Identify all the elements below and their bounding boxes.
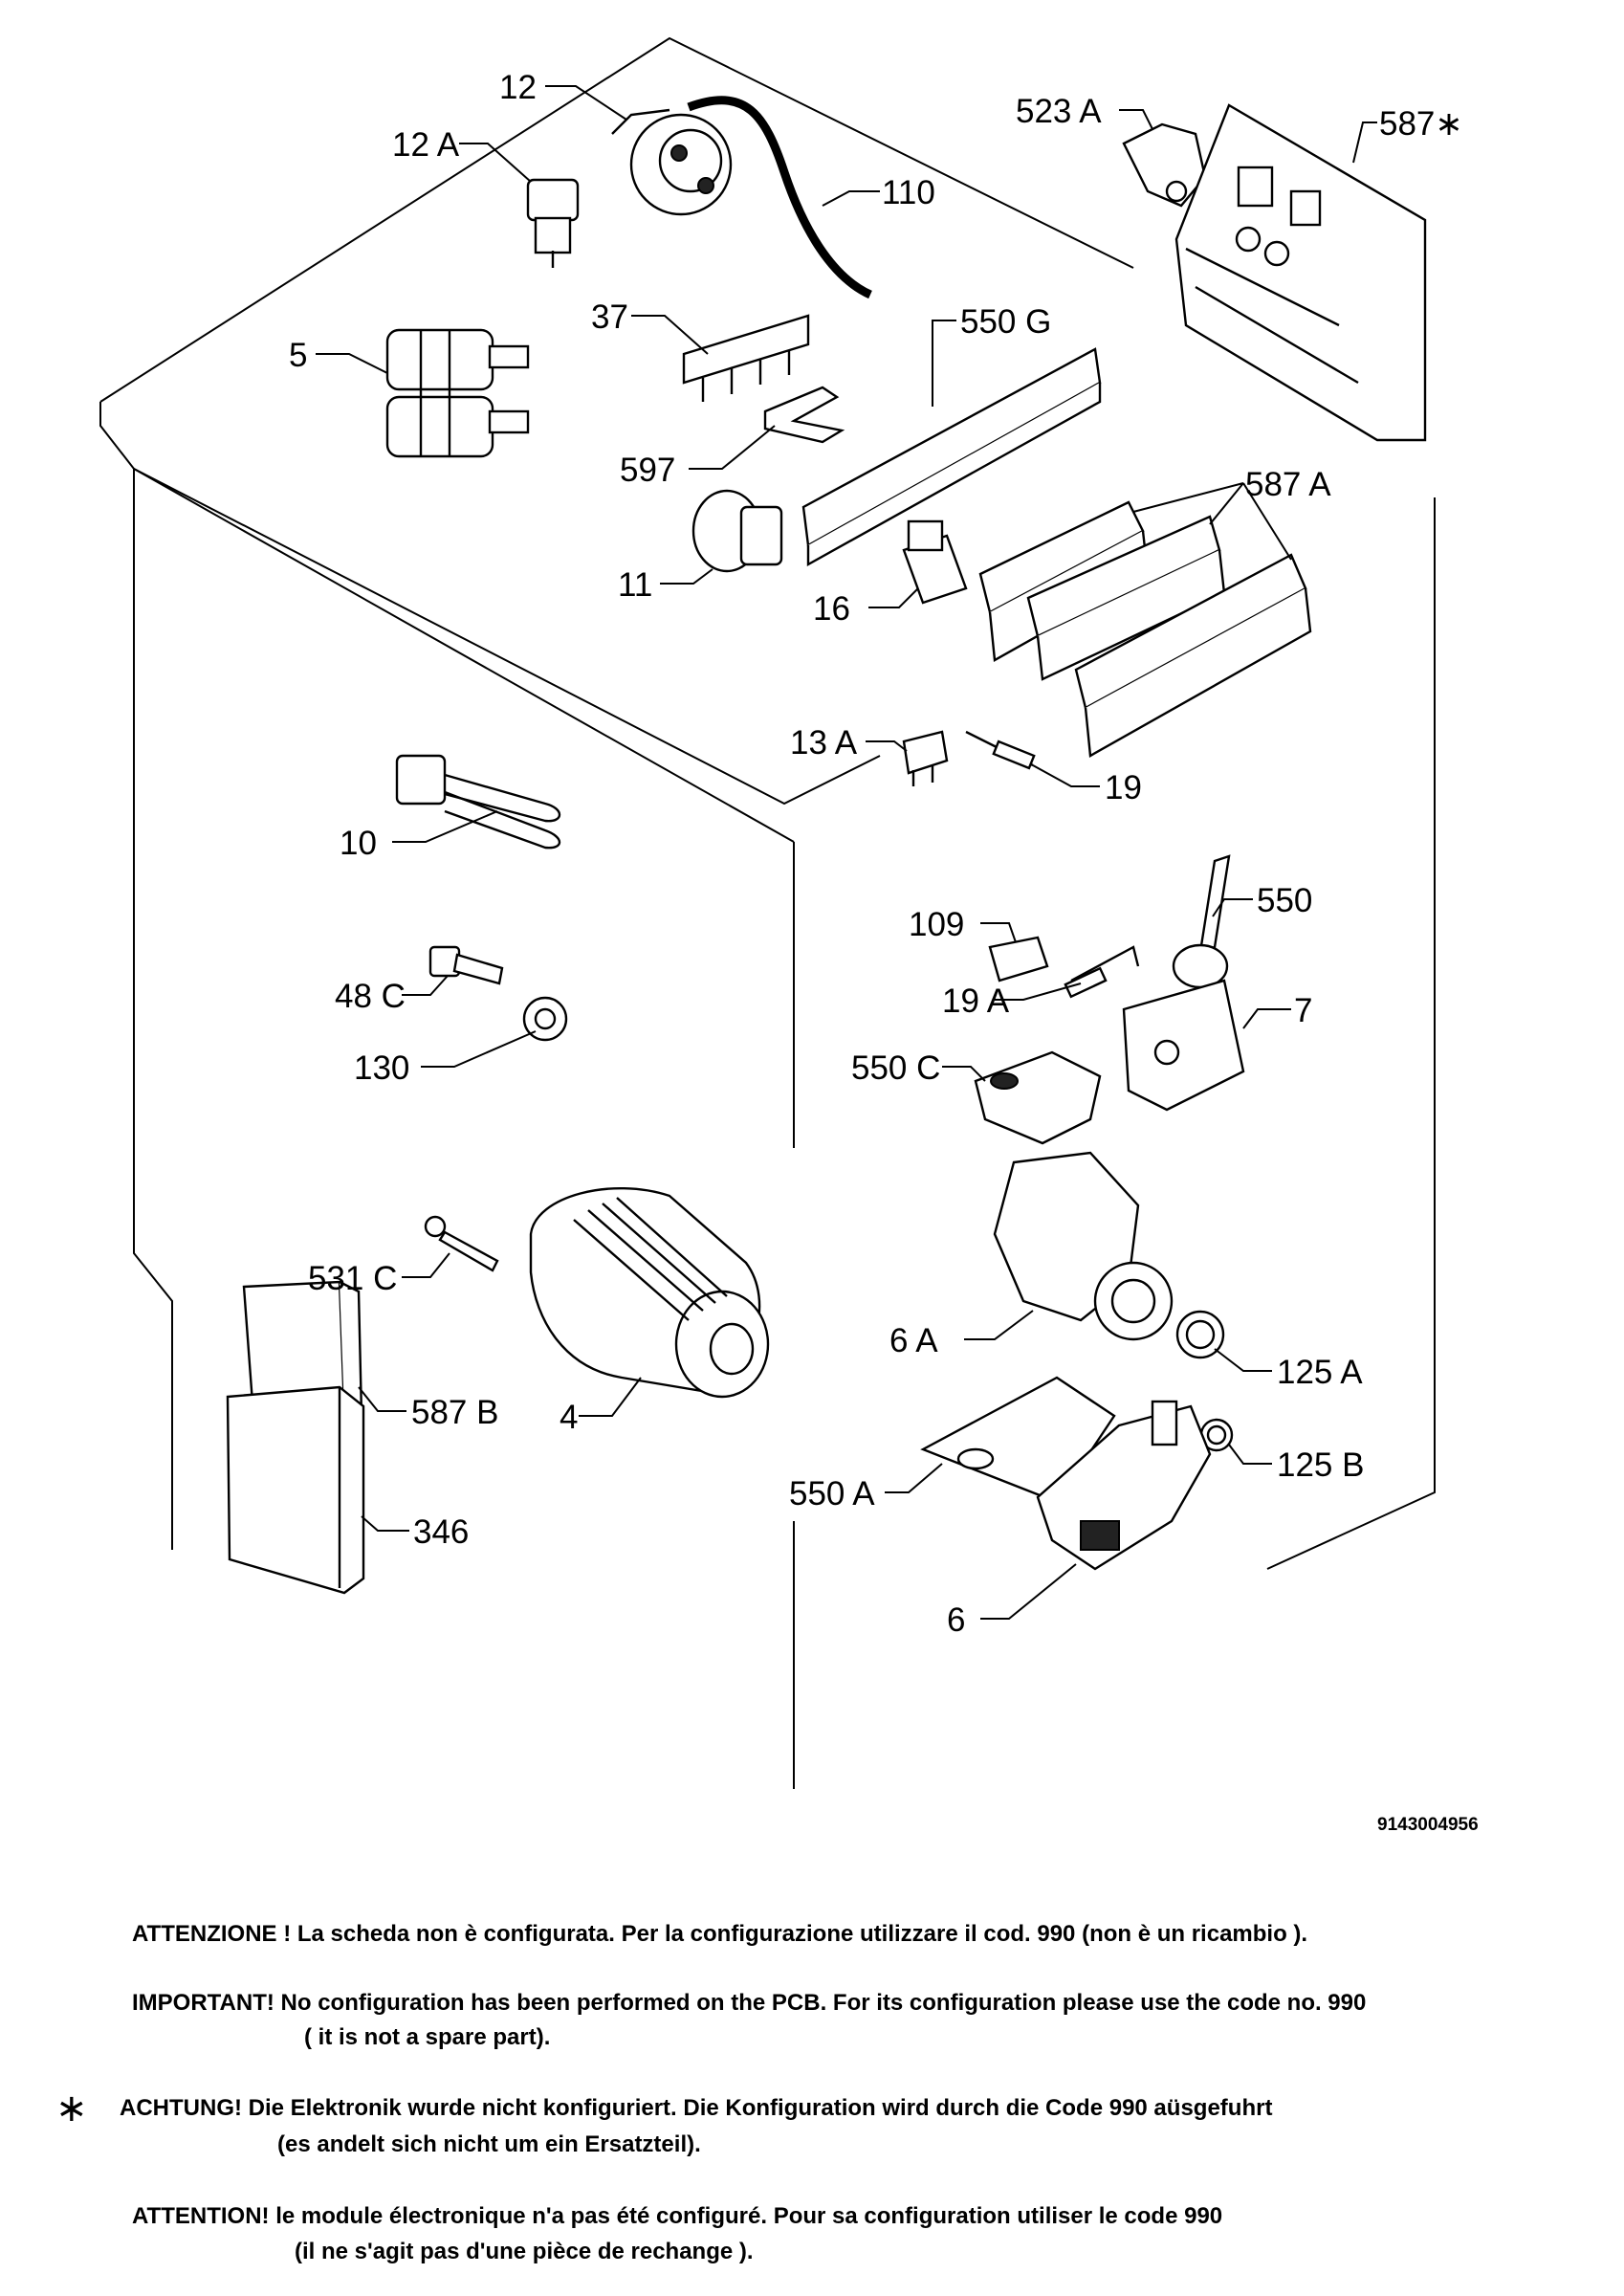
callout-346: 346 bbox=[413, 1513, 469, 1551]
dispenser-346 bbox=[226, 1385, 365, 1595]
control-module-523a bbox=[1122, 122, 1207, 208]
callout-6: 6 bbox=[947, 1601, 965, 1639]
door-switch-16 bbox=[902, 519, 968, 605]
pcb-587a bbox=[978, 500, 1312, 758]
pcb-587-star bbox=[1174, 103, 1427, 442]
leader-lines bbox=[316, 85, 1377, 1620]
gear-130 bbox=[522, 996, 568, 1042]
callout-48c: 48 C bbox=[335, 978, 406, 1015]
callout-19: 19 bbox=[1105, 769, 1142, 806]
callout-109: 109 bbox=[909, 906, 964, 943]
callout-550g: 550 G bbox=[960, 303, 1051, 341]
clip-597 bbox=[763, 386, 845, 444]
screw-531c bbox=[424, 1215, 499, 1272]
drain-pump-6 bbox=[1036, 1400, 1212, 1571]
callout-550c: 550 C bbox=[851, 1049, 940, 1087]
callout-523a: 523 A bbox=[1016, 93, 1102, 130]
callout-16: 16 bbox=[813, 590, 850, 628]
callout-125a: 125 A bbox=[1277, 1354, 1363, 1391]
knob-48c bbox=[428, 945, 504, 985]
connector-13a bbox=[902, 730, 949, 786]
callout-5: 5 bbox=[289, 337, 307, 374]
callout-4: 4 bbox=[560, 1399, 578, 1436]
note-english-line1: IMPORTANT! No configuration has been per… bbox=[132, 1990, 1367, 2016]
note-french-line1: ATTENTION! le module électronique n'a pa… bbox=[132, 2203, 1223, 2229]
sensor-19a bbox=[1064, 945, 1140, 999]
heater-10 bbox=[395, 754, 561, 850]
exploded-parts-diagram: 12 12 A 110 5 37 597 11 550 G 16 523 A 5… bbox=[99, 36, 1463, 1789]
pressure-switch-12a bbox=[526, 178, 580, 268]
drawer-587b bbox=[242, 1280, 363, 1418]
callout-19a: 19 A bbox=[942, 982, 1010, 1020]
callout-587b: 587 B bbox=[411, 1394, 498, 1431]
asterisk-marker: ∗ bbox=[55, 2087, 88, 2130]
note-italian: ATTENZIONE ! La scheda non è configurata… bbox=[132, 1921, 1308, 1947]
note-french-line2: (il ne s'agit pas d'une pièce de rechang… bbox=[295, 2239, 754, 2264]
callout-12a: 12 A bbox=[392, 126, 460, 164]
callout-550: 550 bbox=[1257, 882, 1312, 919]
cover-strip-550g bbox=[801, 347, 1102, 567]
callout-6a: 6 A bbox=[889, 1322, 938, 1359]
callout-550a: 550 A bbox=[789, 1475, 875, 1512]
cover-109 bbox=[988, 936, 1049, 982]
callout-12: 12 bbox=[499, 69, 537, 106]
seal-125b bbox=[1199, 1418, 1234, 1452]
lever-550 bbox=[1172, 854, 1231, 989]
water-valve-5 bbox=[385, 328, 530, 458]
callout-597: 597 bbox=[620, 452, 675, 489]
callout-10: 10 bbox=[340, 825, 377, 862]
seal-125a bbox=[1175, 1310, 1225, 1359]
callout-13a: 13 A bbox=[790, 724, 858, 762]
terminal-block-37 bbox=[682, 314, 810, 402]
callout-7: 7 bbox=[1294, 992, 1312, 1029]
hose-110 bbox=[687, 96, 872, 299]
callout-11: 11 bbox=[618, 566, 652, 604]
cover-550c bbox=[974, 1050, 1102, 1145]
callout-531c: 531 C bbox=[308, 1260, 397, 1297]
callout-587a: 587 A bbox=[1245, 466, 1331, 503]
pump-housing-6a bbox=[993, 1151, 1174, 1341]
cabinet-outline bbox=[99, 36, 1436, 1789]
drawing-code: 9143004956 bbox=[1377, 1815, 1479, 1835]
note-english-line2: ( it is not a spare part). bbox=[304, 2024, 551, 2050]
callout-130: 130 bbox=[354, 1049, 409, 1087]
callout-37: 37 bbox=[591, 298, 628, 336]
capacitor-11 bbox=[691, 489, 783, 573]
note-german-line1: ACHTUNG! Die Elektronik wurde nicht konf… bbox=[120, 2095, 1273, 2121]
callout-110: 110 bbox=[882, 174, 935, 211]
sensor-19 bbox=[965, 730, 1036, 770]
callout-125b: 125 B bbox=[1277, 1446, 1364, 1484]
pressure-switch-12 bbox=[611, 108, 733, 216]
callout-587-star: 587∗ bbox=[1379, 105, 1463, 143]
callout-labels: 12 12 A 110 5 37 597 11 550 G 16 523 A 5… bbox=[289, 69, 1463, 1639]
configuration-notes: ATTENZIONE ! La scheda non è configurata… bbox=[0, 1904, 1624, 2296]
note-german-line2: (es andelt sich nicht um ein Ersatzteil)… bbox=[277, 2131, 701, 2157]
motor-4 bbox=[529, 1186, 770, 1399]
door-lock-7 bbox=[1122, 979, 1245, 1112]
